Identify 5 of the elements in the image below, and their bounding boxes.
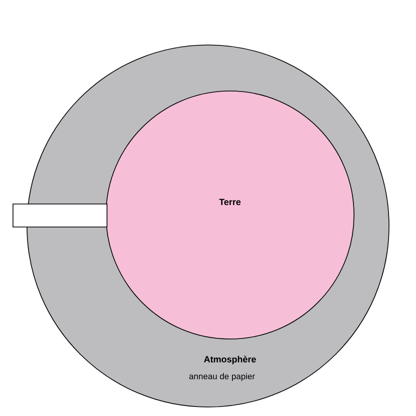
heading-label: Terre <box>219 198 241 206</box>
earth-circle <box>106 90 354 340</box>
heading-label: Atmosphère <box>204 356 256 364</box>
sub-label: anneau de papier <box>189 373 255 381</box>
tape-strip <box>12 204 108 228</box>
